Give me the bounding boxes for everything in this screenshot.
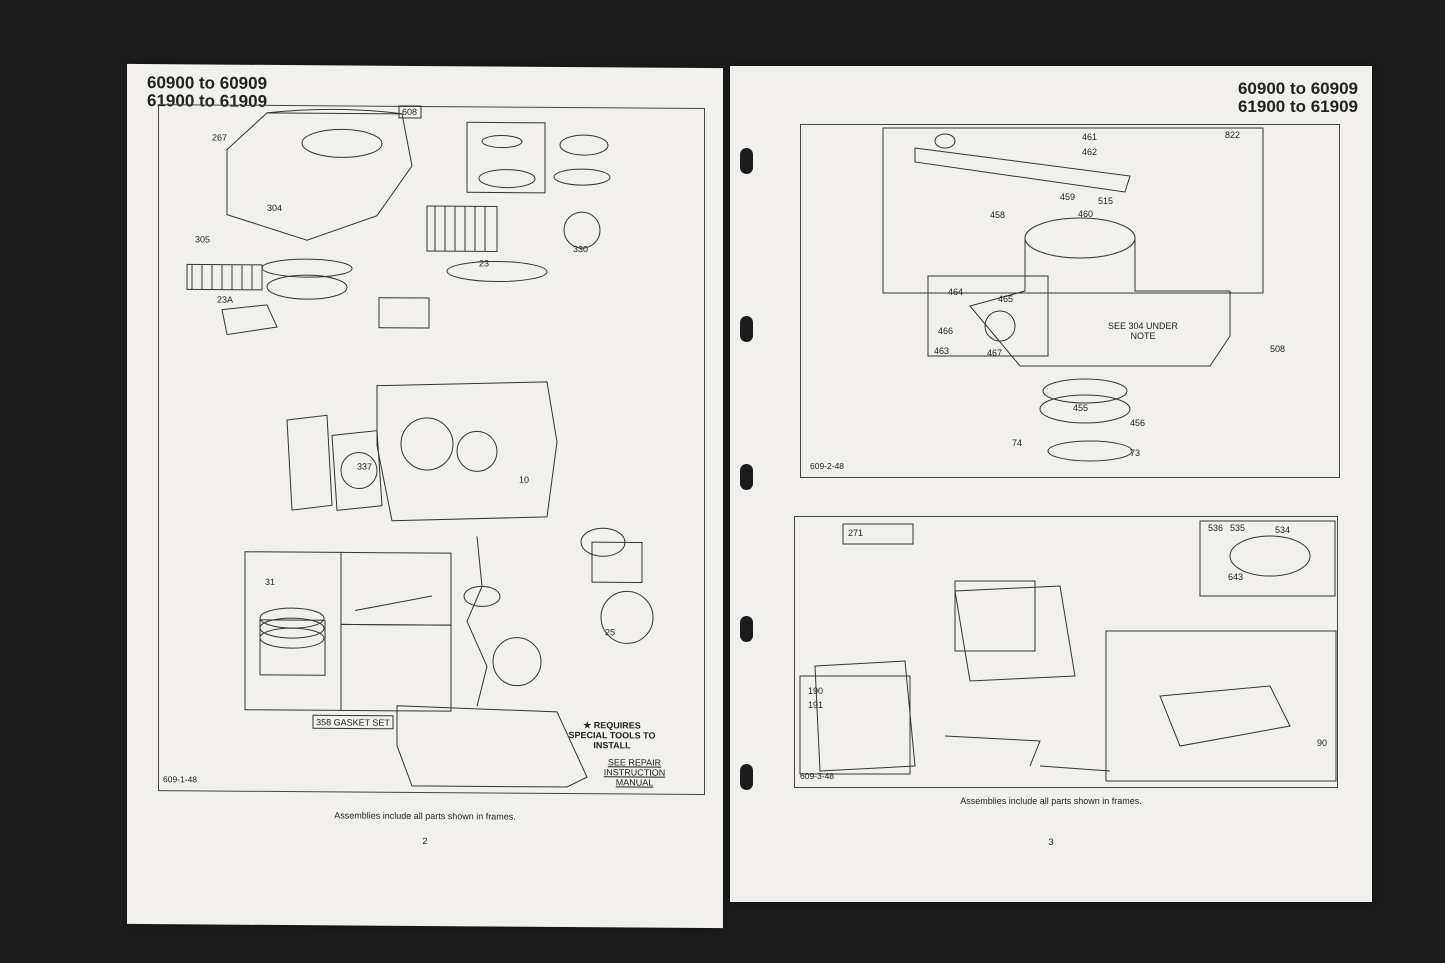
part-label-180: 190 — [808, 686, 824, 696]
bottom-diagram-frame — [794, 516, 1338, 788]
requires-tools-note: ★ REQUIRES SPECIAL TOOLS TO INSTALL — [568, 720, 656, 751]
rewind-starter-diagram — [799, 127, 1337, 782]
right-page-number: 3 — [1048, 837, 1054, 847]
part-label-7: 337 — [357, 461, 373, 472]
bottom-diagram-id: 609-3-48 — [800, 771, 835, 781]
part-label-271: 271 — [848, 528, 864, 538]
part-label-459: 459 — [1060, 192, 1076, 202]
part-label-73: 73 — [1130, 448, 1141, 458]
part-label-23: 23 — [479, 258, 490, 269]
left-page: 60900 to 60909 61900 to 61909 — [127, 63, 723, 929]
right-page: 60900 to 60909 61900 to 61909 — [730, 66, 1372, 902]
part-label-90: 90 — [1317, 738, 1328, 748]
repair-manual-note: SEE REPAIR INSTRUCTION MANUAL — [603, 757, 666, 788]
see-304-note: SEE 304 UNDER NOTE — [1107, 321, 1179, 341]
binder-hole — [740, 464, 753, 490]
part-label-23a: 23A — [217, 294, 234, 305]
part-label-267: 267 — [212, 132, 228, 143]
binder-hole — [740, 316, 753, 342]
left-diagram-id: 609-1-48 — [163, 774, 198, 785]
top-diagram-frame — [800, 124, 1340, 478]
binder-hole — [740, 764, 753, 790]
part-label-534: 534 — [1275, 525, 1291, 535]
part-label-460: 460 — [1078, 209, 1094, 219]
part-label-608: 608 — [402, 106, 418, 117]
part-label-455: 455 — [1073, 403, 1089, 413]
part-label-305: 305 — [195, 234, 211, 245]
gasket-set-label: 358 GASKET SET — [316, 717, 390, 728]
binder-hole — [740, 148, 753, 174]
part-label-458: 458 — [990, 210, 1006, 220]
top-diagram-id: 609-2-48 — [810, 461, 845, 471]
part-label-463: 463 — [934, 346, 950, 356]
part-label-643: 643 — [1228, 572, 1244, 582]
part-label-515: 515 — [1098, 196, 1114, 206]
right-header-line1: 60900 to 60909 — [1237, 79, 1358, 98]
right-caption: Assemblies include all parts shown in fr… — [960, 796, 1142, 806]
part-label-26: 31 — [265, 576, 276, 587]
part-label-466: 466 — [938, 326, 954, 336]
binder-hole — [740, 616, 753, 642]
part-label-299: 25 — [605, 627, 616, 638]
part-label-181: 191 — [808, 700, 824, 710]
part-label-462: 462 — [1082, 147, 1098, 157]
part-label-535: 535 — [1230, 523, 1246, 533]
engine-exploded-diagram — [186, 105, 654, 788]
part-label-467: 467 — [987, 348, 1003, 358]
part-label-822: 822 — [1225, 130, 1241, 140]
part-label-8: 10 — [519, 474, 530, 485]
part-label-456: 456 — [1130, 418, 1146, 428]
right-header: 60900 to 60909 61900 to 61909 — [1238, 80, 1358, 116]
part-label-536: 536 — [1208, 523, 1224, 533]
part-label-508: 508 — [1270, 344, 1286, 354]
part-label-464: 464 — [948, 287, 964, 297]
part-label-304: 304 — [267, 202, 283, 214]
right-header-line2: 61900 to 61909 — [1237, 97, 1358, 116]
part-label-330: 330 — [573, 244, 589, 255]
part-label-74: 74 — [1012, 438, 1023, 448]
part-label-465: 465 — [998, 294, 1014, 304]
part-label-461: 461 — [1082, 132, 1098, 142]
